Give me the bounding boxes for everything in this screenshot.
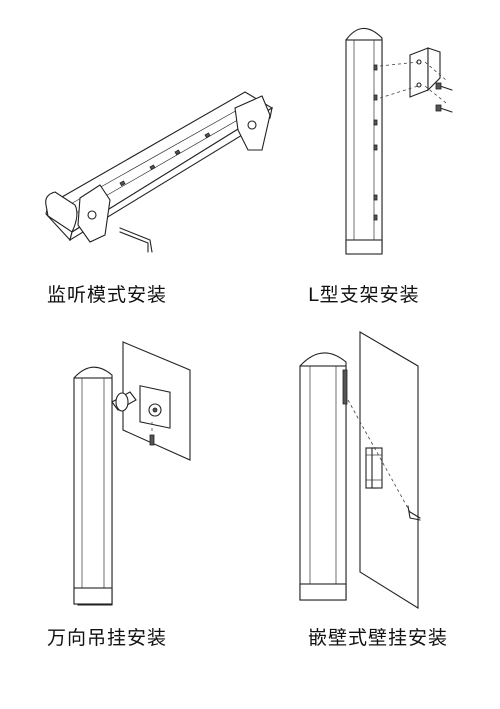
recessed-wall-illustration: [299, 331, 421, 609]
caption-l-bracket: L型支架安装: [308, 284, 420, 306]
caption-recessed-wall: 嵌壁式壁挂安装: [308, 627, 449, 649]
l-bracket-illustration: [345, 27, 453, 255]
figure-l-bracket: L型支架安装: [250, 0, 500, 310]
figure-recessed-wall: 嵌壁式壁挂安装: [250, 330, 500, 660]
figure-monitor-mode: 监听模式安装: [0, 0, 274, 306]
universal-hanging-illustration: [73, 341, 191, 606]
caption-monitor-mode: 监听模式安装: [47, 284, 168, 306]
figure-universal-hanging: 万向吊挂安装: [0, 330, 250, 660]
monitor-mode-illustration: [45, 91, 274, 253]
caption-universal-hanging: 万向吊挂安装: [47, 627, 168, 649]
